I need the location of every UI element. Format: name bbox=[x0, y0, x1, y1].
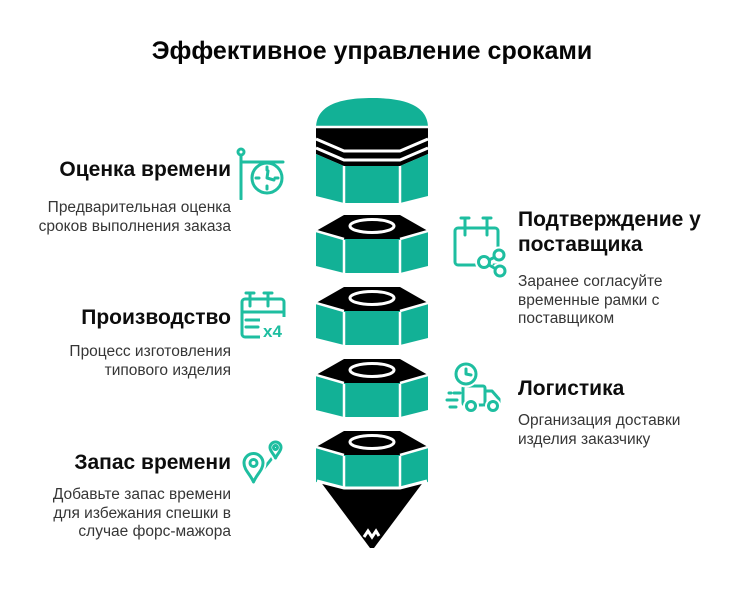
pencil-segment-3 bbox=[316, 285, 428, 347]
step-description: Заранее согласуйте временные рамки с пос… bbox=[518, 273, 663, 327]
page-title: Эффективное управление сроками bbox=[151, 37, 593, 65]
pencil-segment-4 bbox=[316, 357, 428, 419]
pencil-tip-segment bbox=[316, 429, 428, 548]
pencil-cap-segment bbox=[316, 98, 428, 203]
icon-x4-label: x4 bbox=[263, 322, 282, 341]
step-description: Добавьте запас времени для избежания спе… bbox=[52, 486, 231, 540]
step-description: Процесс изготовления типового изделия bbox=[69, 343, 231, 379]
pencil-segment-2 bbox=[316, 213, 428, 275]
step-title: Подтверждение у поставщика bbox=[518, 208, 701, 256]
step-description: Организация доставки изделия заказчику bbox=[518, 412, 681, 448]
pencil-graphic bbox=[316, 98, 428, 548]
hanging-clock-icon bbox=[234, 146, 288, 200]
step-description: Предварительная оценка сроков выполнения… bbox=[38, 199, 231, 235]
step-title: Производство bbox=[81, 306, 231, 329]
calendar-share-icon bbox=[445, 209, 507, 279]
step-title: Запас времени bbox=[74, 451, 231, 474]
step-title: Оценка времени bbox=[59, 158, 231, 181]
step-title: Логистика bbox=[518, 377, 625, 400]
delivery-truck-icon bbox=[443, 362, 505, 414]
route-pins-icon bbox=[241, 437, 293, 489]
production-calendar-icon: x4 bbox=[238, 291, 288, 341]
